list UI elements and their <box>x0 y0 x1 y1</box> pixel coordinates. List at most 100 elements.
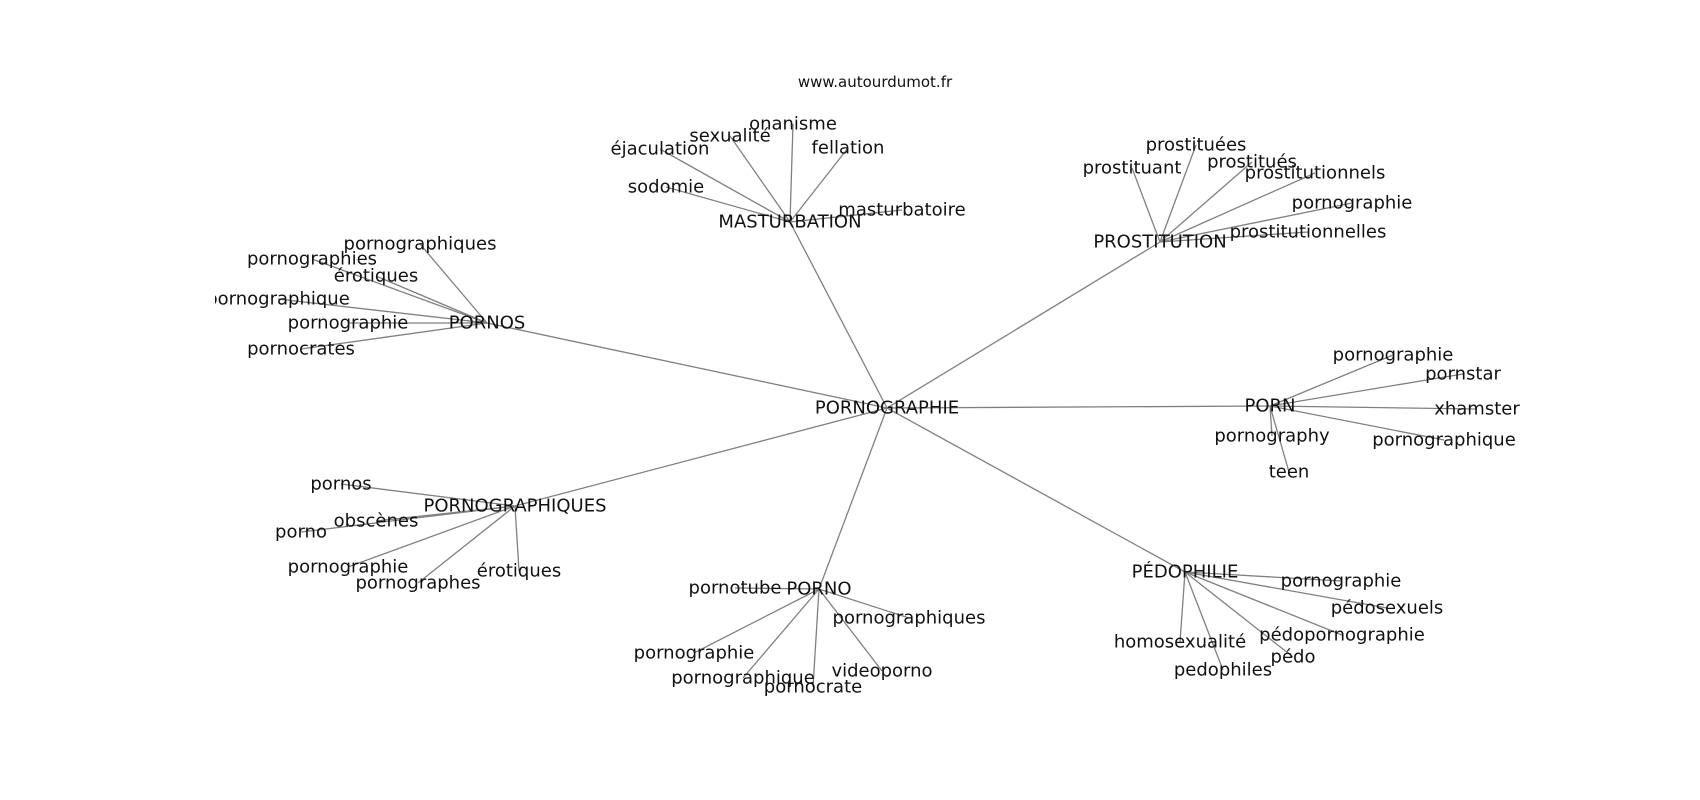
leaf-node: pornographes <box>355 573 480 594</box>
edge-pornos-5 <box>300 322 488 350</box>
edge-prostitution-1 <box>1131 167 1161 243</box>
leaf-node: prostitutionnels <box>1245 163 1386 184</box>
graph-labels: PORNOGRAPHIE MASTURBATION onanismesexualit… <box>206 114 1520 698</box>
leaf-node: homosexualité <box>1114 632 1246 653</box>
hub-node-pedophilie: PÉDOPHILIE <box>1132 561 1239 583</box>
edge-porn-1 <box>1269 373 1464 407</box>
leaf-node: prostitutionnelles <box>1230 222 1387 243</box>
leaf-node: pornographique <box>671 668 815 689</box>
edge-root-pornographiques <box>514 407 888 507</box>
edge-porn-0 <box>1269 354 1394 407</box>
hub-node-pornographiques: PORNOGRAPHIQUES <box>423 496 606 517</box>
edge-prostitution-5 <box>1159 231 1309 243</box>
leaf-node: pornos <box>310 474 371 495</box>
leaf-node: prostituant <box>1083 158 1182 179</box>
edge-pornos-3 <box>277 298 488 324</box>
leaf-node: pornographique <box>1372 430 1516 451</box>
leaf-node: pornotube <box>689 578 782 599</box>
leaf-node: fellation <box>812 138 885 159</box>
edge-porno-1 <box>818 588 910 619</box>
leaf-node: pédo <box>1271 647 1316 668</box>
leaf-node: pornocrate <box>764 677 862 698</box>
leaf-node: porno <box>275 522 327 543</box>
leaf-node: xhamster <box>1434 399 1520 420</box>
edge-pornos-2 <box>375 275 488 324</box>
edge-pornographiques-4 <box>417 505 516 584</box>
leaf-node: pedophiles <box>1174 660 1272 681</box>
leaf-node: pornographiques <box>833 608 986 629</box>
hub-node-porn: PORN <box>1245 396 1296 417</box>
leaf-node: pornstar <box>1425 364 1501 385</box>
leaf-node: pornographique <box>206 289 350 310</box>
edge-pornos-1 <box>311 258 488 324</box>
leaf-node: masturbatoire <box>838 200 965 221</box>
edge-prostitution-3 <box>1159 172 1316 243</box>
leaf-node: érotiques <box>477 561 561 582</box>
leaf-node: obscènes <box>334 511 419 532</box>
leaf-node: teen <box>1269 462 1310 483</box>
edge-prostitution-2 <box>1159 161 1253 243</box>
edge-root-masturbation <box>789 221 888 409</box>
edge-masturbation-5 <box>789 209 903 223</box>
leaf-node: pornographiques <box>344 234 497 255</box>
hub-node-pornos: PORNOS <box>449 313 526 334</box>
edge-masturbation-0 <box>789 123 794 223</box>
edge-pornographiques-2 <box>300 505 516 533</box>
edge-prostitution-0 <box>1159 144 1197 243</box>
edge-porno-0 <box>734 587 820 590</box>
leaf-node: pornographie <box>1292 193 1413 214</box>
edge-pedophilie-1 <box>1184 571 1388 609</box>
edge-porno-2 <box>693 588 820 654</box>
leaf-node: onanisme <box>749 114 837 135</box>
leaf-node: prostitués <box>1207 152 1297 173</box>
edge-pedophilie-0 <box>1184 571 1342 582</box>
edge-pornographiques-0 <box>340 483 516 507</box>
edge-masturbation-1 <box>729 135 791 223</box>
graph-edges <box>277 123 1478 688</box>
edge-porno-4 <box>812 588 820 688</box>
edge-root-pornos <box>486 322 888 409</box>
leaf-node: sodomie <box>628 177 704 198</box>
leaf-node: pornographie <box>634 643 755 664</box>
edge-root-prostitution <box>886 241 1161 409</box>
edge-root-porno <box>818 407 888 590</box>
edge-pedophilie-5 <box>1184 571 1224 671</box>
leaf-node: érotiques <box>334 266 418 287</box>
leaf-node: pédosexuels <box>1331 598 1444 619</box>
edge-porn-5 <box>1269 405 1290 473</box>
edge-porno-3 <box>742 588 820 679</box>
leaf-node: pornography <box>1214 426 1330 447</box>
source-url: www.autourdumot.fr <box>798 73 953 91</box>
leaf-node: pornographie <box>1281 571 1402 592</box>
edge-prostitution-4 <box>1159 202 1353 243</box>
root-node: PORNOGRAPHIE <box>815 398 959 419</box>
edge-pedophilie-2 <box>1179 571 1186 643</box>
edge-masturbation-3 <box>789 147 849 223</box>
edge-masturbation-4 <box>665 186 791 223</box>
edge-porn-3 <box>1269 405 1273 437</box>
leaf-node: prostituées <box>1146 135 1247 156</box>
leaf-node: sexualité <box>689 126 770 147</box>
edge-pedophilie-4 <box>1184 571 1294 658</box>
hub-node-porno: PORNO <box>786 579 851 600</box>
leaf-node: pédopornographie <box>1259 625 1425 646</box>
edge-porno-5 <box>818 588 883 672</box>
edge-root-pedophilie <box>886 407 1186 573</box>
leaf-node: videoporno <box>831 661 932 682</box>
leaf-node: pornographies <box>247 249 377 270</box>
edge-pornos-0 <box>419 243 488 324</box>
leaf-node: éjaculation <box>611 139 710 160</box>
leaf-node: pornographie <box>288 313 409 334</box>
edge-pornographiques-3 <box>347 505 516 568</box>
edge-masturbation-2 <box>659 148 791 223</box>
hub-node-masturbation: MASTURBATION <box>718 212 861 233</box>
leaf-node: pornographie <box>1333 345 1454 366</box>
edge-pedophilie-3 <box>1184 571 1343 636</box>
edge-porn-2 <box>1269 405 1478 410</box>
leaf-node: pornographie <box>288 557 409 578</box>
edge-pornographiques-5 <box>514 505 520 572</box>
edge-root-porn <box>886 405 1271 409</box>
leaf-node: pornocrates <box>247 339 355 360</box>
hub-node-prostitution: PROSTITUTION <box>1093 232 1226 253</box>
